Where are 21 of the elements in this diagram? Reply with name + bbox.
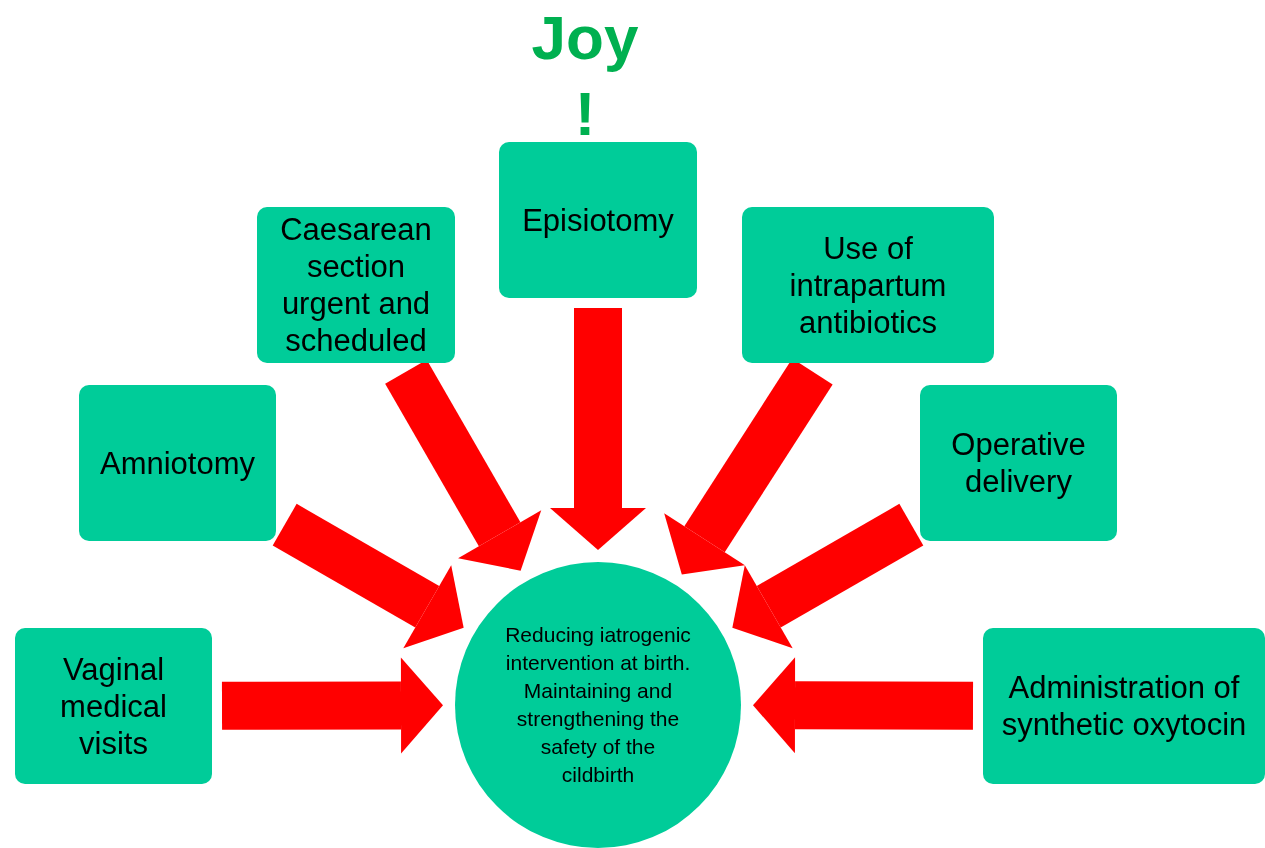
intervention-box [15,628,212,784]
intervention-label: Use of intrapartum antibiotics [788,229,948,341]
intervention-label: Administration of synthetic oxytocin [1000,669,1248,743]
intervention-box [257,207,455,363]
block-arrow [732,503,924,649]
block-arrow [753,657,973,754]
intervention-box [920,385,1117,541]
intervention-box [983,628,1265,784]
intervention-label: Caesarean section urgent and scheduled [279,211,433,359]
block-arrow [221,657,443,754]
goal-text: Reducing iatrogenic intervention at birth. Maintaining and strengthening the safety of the cildbirth [504,622,692,788]
block-arrow [272,503,464,649]
intervention-box [742,207,994,363]
intervention-label: Vaginal medical visits [59,650,168,762]
intervention-box [499,142,697,298]
title: Joy ! [530,2,640,150]
intervention-label: Episiotomy [522,201,674,239]
intervention-box [79,385,276,541]
intervention-label: Amniotomy [99,444,255,482]
block-arrow [550,308,646,550]
intervention-label: Operative delivery [950,426,1087,500]
